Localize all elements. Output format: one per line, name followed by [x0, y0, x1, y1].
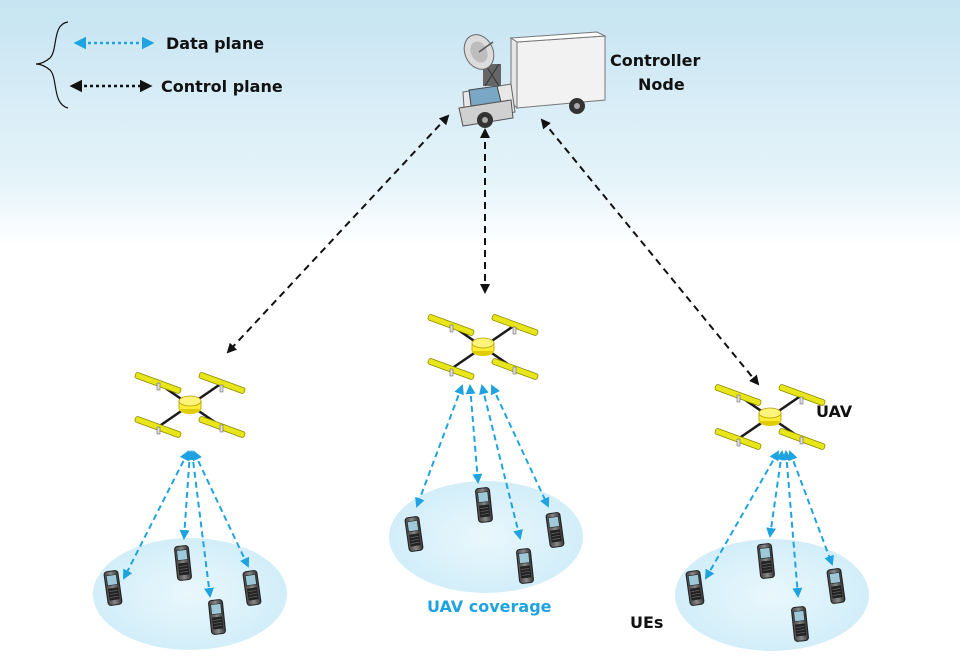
mobile-phone-icon — [173, 544, 193, 582]
uav-label: UAV — [816, 402, 853, 421]
controller-label-line2: Node — [638, 75, 685, 94]
data-link — [465, 384, 483, 484]
ues-label: UEs — [630, 613, 663, 632]
data-link — [490, 384, 550, 508]
uav-right — [713, 382, 827, 452]
data-plane-links — [123, 384, 834, 598]
mobile-phone-icon — [474, 486, 494, 524]
legend: Data plane Control plane — [35, 21, 283, 109]
controller-label-line1: Controller — [610, 51, 700, 70]
data-link — [179, 450, 195, 540]
quadcopter-icon — [133, 370, 247, 440]
legend-brace — [35, 21, 69, 109]
data-link — [705, 450, 779, 580]
coverage-label: UAV coverage — [427, 597, 552, 616]
control-link-left — [226, 114, 450, 354]
control-plane-links — [226, 114, 760, 386]
data-link — [415, 384, 464, 508]
quadcopter-icon — [426, 312, 540, 382]
uav-center — [426, 312, 540, 382]
truck-satellite-icon — [458, 31, 607, 128]
quadcopter-icon — [713, 382, 827, 452]
data-link — [192, 450, 250, 568]
data-link — [123, 450, 189, 580]
uav-left — [133, 370, 247, 440]
legend-control-plane-label: Control plane — [161, 77, 283, 96]
data-link — [479, 384, 523, 540]
mobile-phone-icon — [756, 542, 776, 580]
data-link — [766, 450, 786, 538]
mobile-phone-icon — [207, 598, 227, 636]
mobile-phone-icon — [515, 547, 535, 585]
control-link-right — [540, 118, 760, 386]
mobile-phone-icon — [790, 605, 810, 643]
legend-data-plane-label: Data plane — [166, 34, 264, 53]
